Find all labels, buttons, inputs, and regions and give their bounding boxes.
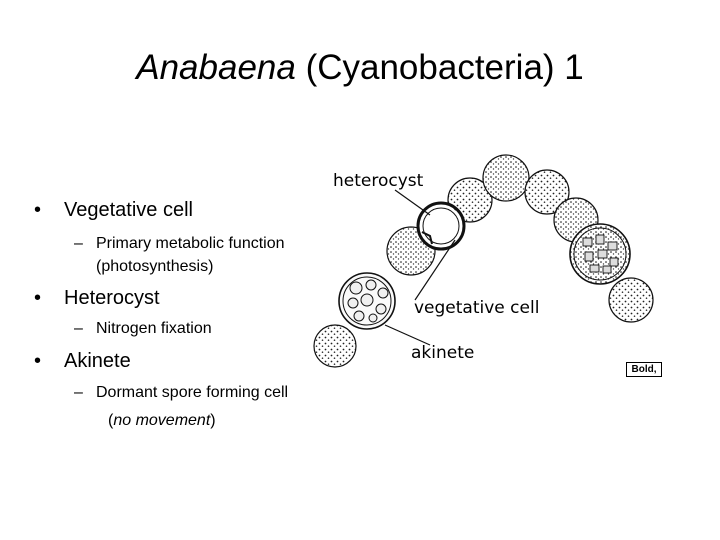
akinete-cell <box>338 272 396 330</box>
akinete-label: akinete <box>411 343 474 363</box>
bullet-text: Vegetative cell <box>64 199 193 221</box>
sub-bullet-akinete: –Dormant spore forming cell <box>74 384 289 401</box>
sub-bullet-heterocyst: –Nitrogen fixation <box>74 320 212 337</box>
akinete-cell <box>569 223 631 285</box>
bullet-text: Akinete <box>64 350 131 372</box>
sub-bullet-text: Nitrogen fixation <box>96 320 212 337</box>
bullet-akinete: •Akinete <box>34 350 131 372</box>
vegetative-cells <box>313 154 654 368</box>
sub-bullet-text: Primary metabolic function <box>96 235 285 252</box>
sub-bullet-text: Dormant spore forming cell <box>96 384 289 401</box>
label-pointer-lines <box>384 189 456 346</box>
vegetative-cell <box>524 169 570 215</box>
bullet-list: •Vegetative cell –Primary metabolic func… <box>0 0 330 540</box>
sub-bullet-continuation: (photosynthesis) <box>96 258 214 275</box>
bullet-heterocyst: •Heterocyst <box>34 287 160 309</box>
heterocyst-cell <box>416 201 466 251</box>
vegetative-cell <box>482 154 530 202</box>
sub-bullet-continuation: (no movement) <box>108 412 216 429</box>
anabaena-filament-diagram: heterocyst vegetative cell akinete <box>313 154 654 368</box>
vegetative-cell <box>313 324 357 368</box>
vegetative-cell <box>608 277 654 323</box>
title-genus: Anabaena <box>136 48 296 87</box>
bullet-text: Heterocyst <box>64 287 160 309</box>
vegetative-cell-label: vegetative cell <box>414 298 539 318</box>
bullet-vegetative: •Vegetative cell <box>34 199 193 221</box>
heterocyst-label: heterocyst <box>333 171 424 191</box>
title-rest: (Cyanobacteria) 1 <box>295 48 584 87</box>
corner-label-box: Bold, <box>626 362 662 377</box>
sub-bullet-vegetative: –Primary metabolic function <box>74 235 285 252</box>
slide-title: Anabaena (Cyanobacteria) 1 <box>0 46 720 90</box>
